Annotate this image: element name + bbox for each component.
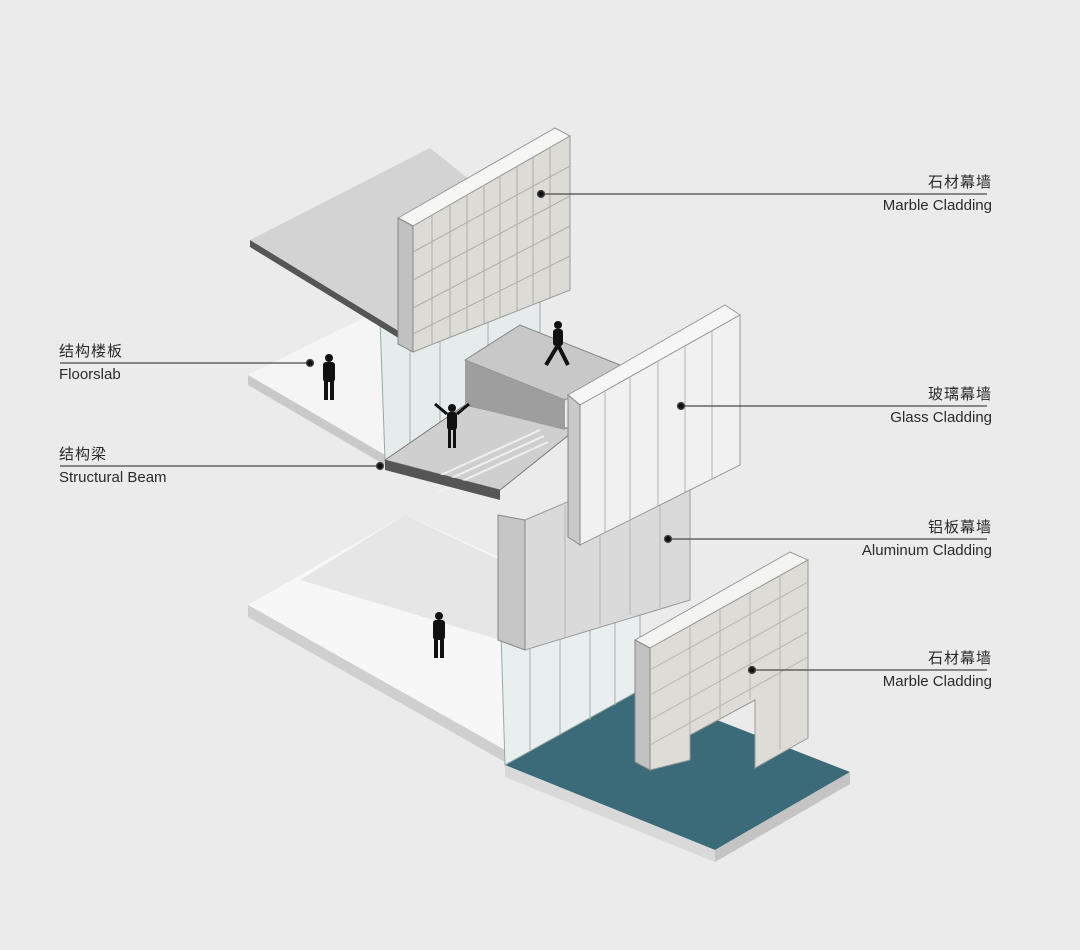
label-en: Aluminum Cladding (861, 542, 992, 560)
top-marble-wall (396, 127, 572, 353)
label-cn: 铝板幕墙 (927, 518, 992, 536)
interior-floor-stair (383, 324, 622, 500)
person-icon (323, 354, 335, 400)
leader-lines (60, 189, 987, 675)
label-en: Glass Cladding (890, 409, 992, 427)
middle-floor-slab (248, 310, 385, 465)
label-glass-cladding: 玻璃幕墙 Glass Cladding (890, 385, 992, 427)
people-silhouettes (323, 321, 570, 658)
label-cn: 结构梁 (59, 445, 108, 463)
label-aluminum-cladding: 铝板幕墙 Aluminum Cladding (861, 518, 992, 560)
label-marble-cladding-top: 石材幕墙 Marble Cladding (882, 173, 992, 215)
lower-floor-slab (248, 515, 505, 762)
person-icon (544, 321, 570, 367)
glass-cladding-volume (567, 304, 741, 546)
label-cn: 玻璃幕墙 (927, 385, 992, 403)
label-structural-beam: 结构梁 Structural Beam (59, 445, 167, 487)
label-cn: 石材幕墙 (927, 173, 992, 191)
label-en: Structural Beam (59, 469, 167, 487)
label-en: Marble Cladding (882, 673, 992, 691)
label-en: Floorslab (59, 366, 121, 384)
label-cn: 石材幕墙 (927, 649, 992, 667)
person-icon (433, 612, 445, 658)
lower-marble-wall (633, 551, 810, 771)
label-floorslab: 结构楼板 Floorslab (59, 342, 124, 384)
ground-plaza (505, 690, 850, 862)
label-marble-cladding-bottom: 石材幕墙 Marble Cladding (882, 649, 992, 691)
person-icon (434, 402, 470, 448)
label-en: Marble Cladding (882, 197, 992, 215)
label-cn: 结构楼板 (59, 342, 124, 360)
